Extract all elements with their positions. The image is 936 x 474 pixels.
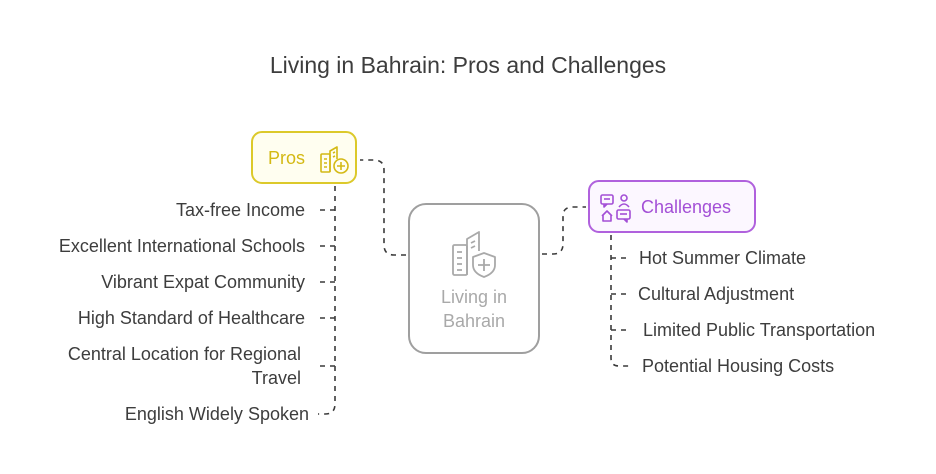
center-label: Living in Bahrain: [440, 287, 508, 331]
pros-item: High Standard of Healthcare: [77, 308, 305, 328]
building-shield-icon: [450, 229, 500, 284]
connector-center-challenges: [542, 206, 586, 255]
connector-center-pros: [360, 159, 406, 256]
challenges-item: Potential Housing Costs: [642, 356, 835, 376]
building-plus-icon: [319, 145, 351, 180]
challenges-label: Challenges: [641, 197, 732, 217]
challenges-node: Challenges: [588, 180, 756, 233]
pros-item: Vibrant Expat Community: [101, 272, 305, 292]
pros-item: English Widely Spoken: [124, 404, 309, 424]
pros-node: Pros: [251, 131, 357, 184]
pros-item: Tax-free Income: [175, 200, 305, 220]
people-chat-home-icon: [600, 193, 632, 228]
challenges-item: Cultural Adjustment: [638, 284, 795, 304]
connector-challenges-trunk: [610, 235, 630, 367]
pros-item: Excellent International Schools: [58, 236, 305, 256]
pros-item: Central Location for Regional Travel: [67, 344, 301, 388]
pros-label: Pros: [268, 148, 306, 168]
center-node: Living in Bahrain: [408, 203, 540, 354]
diagram-title: Living in Bahrain: Pros and Challenges: [269, 52, 667, 78]
connector-pros-trunk: [318, 186, 336, 415]
challenges-item: Hot Summer Climate: [639, 248, 807, 268]
challenges-item: Limited Public Transportation: [643, 320, 876, 340]
